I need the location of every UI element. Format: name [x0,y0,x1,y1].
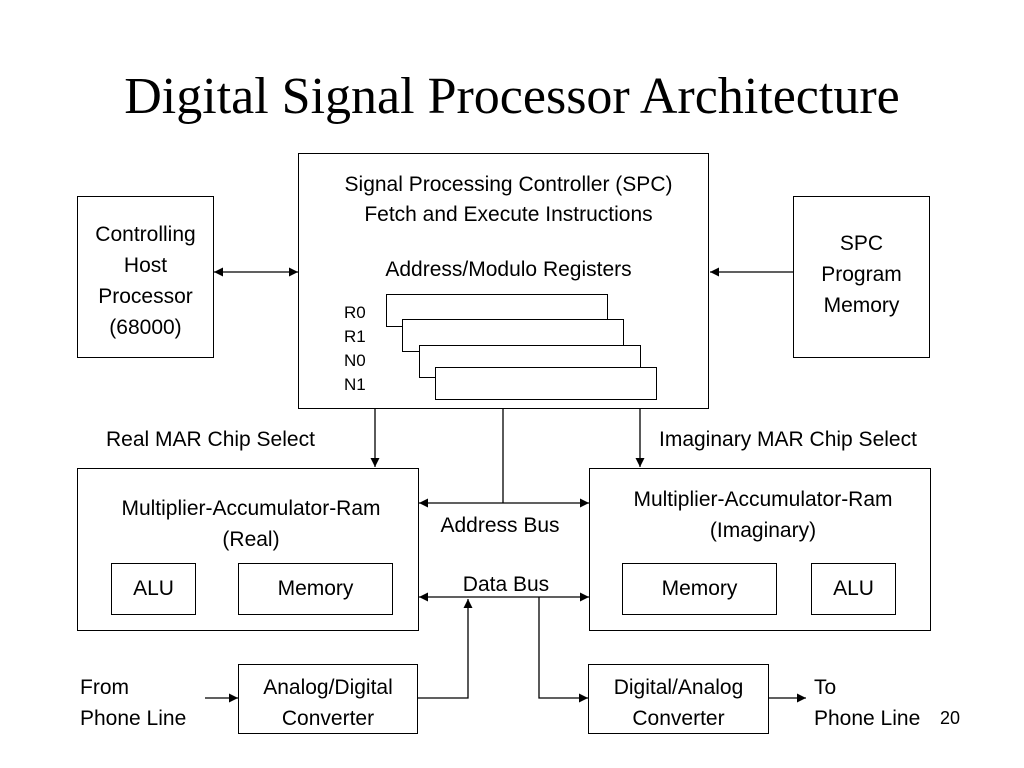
program-memory-box [793,196,930,358]
host-line1: Controlling [95,223,196,246]
adc-line2: Converter [281,707,375,730]
register-label-r0: R0 [344,303,366,322]
to-label-line2: Phone Line [814,707,921,730]
databus-dac-line [538,597,588,703]
program-memory-line1: SPC [839,232,884,255]
mac-imag-memory: Memory [622,563,777,615]
mac-real-line1: Multiplier-Accumulator-Ram [121,497,381,520]
adc-box [238,664,418,734]
data-bus-label: Data Bus [462,573,550,596]
spc-line2: Fetch and Execute Instructions [364,203,653,226]
page-number: 20 [940,708,961,728]
register-label-n0: N0 [344,351,366,370]
mac-real-line2: (Real) [222,528,280,551]
dac-box [588,664,769,734]
spc-line1: Signal Processing Controller (SPC) [344,173,673,196]
mac-imag-line2: (Imaginary) [709,519,817,542]
mac-imag-line1: Multiplier-Accumulator-Ram [633,488,893,511]
host-processor-box [77,196,214,358]
program-memory-line3: Memory [823,294,900,317]
mac-imag-alu: ALU [811,563,896,615]
real-select-label: Real MAR Chip Select [106,428,315,451]
program-memory-line2: Program [821,263,902,286]
from-label-line2: Phone Line [80,707,187,730]
registers-label: Address/Modulo Registers [385,258,632,281]
dac-line2: Converter [632,707,725,730]
adc-line1: Analog/Digital [263,676,393,699]
host-line4: (68000) [109,316,182,339]
mac-real-memory: Memory [238,563,393,615]
host-line3: Processor [98,285,193,308]
slide-title: Digital Signal Processor Architecture [124,68,900,125]
adc-databus-line [418,599,473,699]
to-label-line1: To [814,676,837,699]
register-label-r1: R1 [344,327,366,346]
from-label-line1: From [80,676,129,699]
mac-real-alu: ALU [111,563,196,615]
register-label-n1: N1 [344,375,366,394]
dac-line1: Digital/Analog [613,676,744,699]
host-line2: Host [123,254,168,277]
imag-select-label: Imaginary MAR Chip Select [659,428,917,451]
register-n1 [435,367,657,400]
address-bus-label: Address Bus [440,514,560,537]
